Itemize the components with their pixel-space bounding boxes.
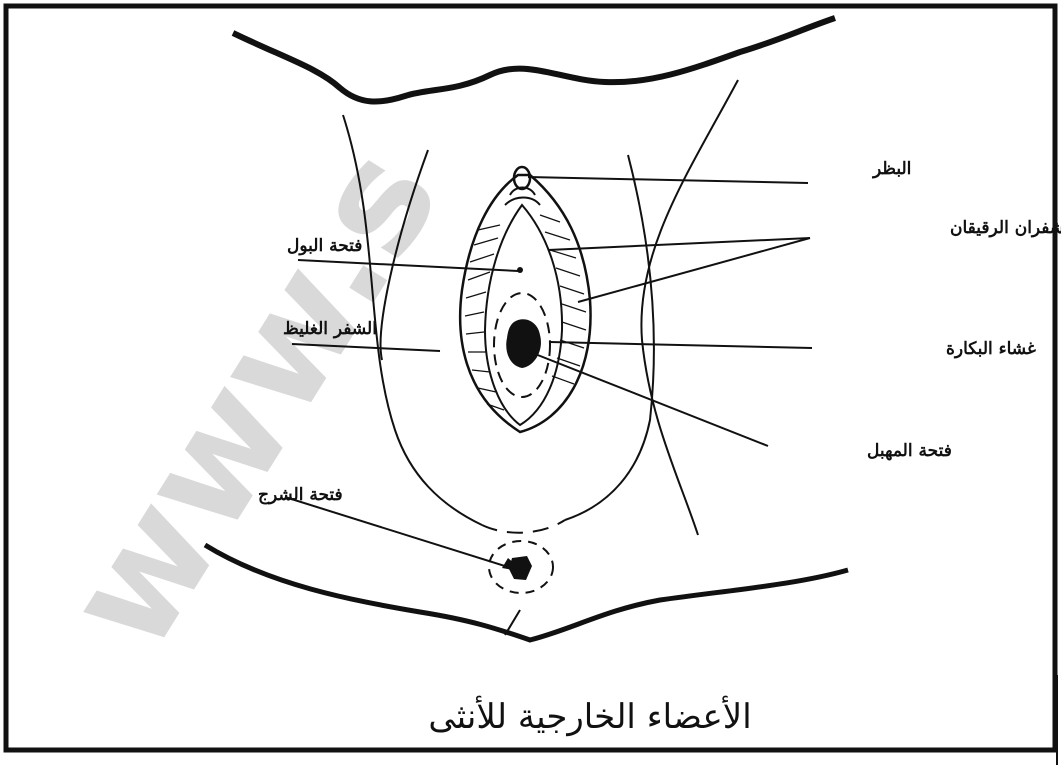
right-outer-thigh-line (641, 80, 738, 535)
leader-anus (285, 497, 524, 572)
vulva-illustration (460, 167, 590, 432)
right-inner-thigh-line (565, 155, 654, 520)
label-vaginal-opening: فتحة المهبل (867, 441, 952, 461)
label-anus: فتحة الشرج (258, 485, 343, 505)
label-labia-majora: الشفر الغليظ (283, 319, 377, 339)
clitoris-shape (514, 167, 530, 189)
label-hymen: غشاء البكارة (946, 339, 1036, 359)
perineum-contour (482, 520, 565, 533)
gluteal-cleft (505, 610, 520, 635)
watermark-text: www.s (33, 118, 473, 679)
abdomen-contour (233, 18, 835, 102)
vaginal-opening-shape (506, 319, 541, 368)
leader-clitoris (528, 177, 808, 183)
label-urethral-opening: فتحة البول (287, 236, 362, 256)
vulva-outer-contour (460, 175, 590, 432)
label-labia-minora: الشفران الرقيقان (950, 218, 1061, 238)
diagram-caption: الأعضاء الخارجية للأنثى (428, 695, 751, 737)
label-clitoris: البظر (871, 159, 911, 179)
